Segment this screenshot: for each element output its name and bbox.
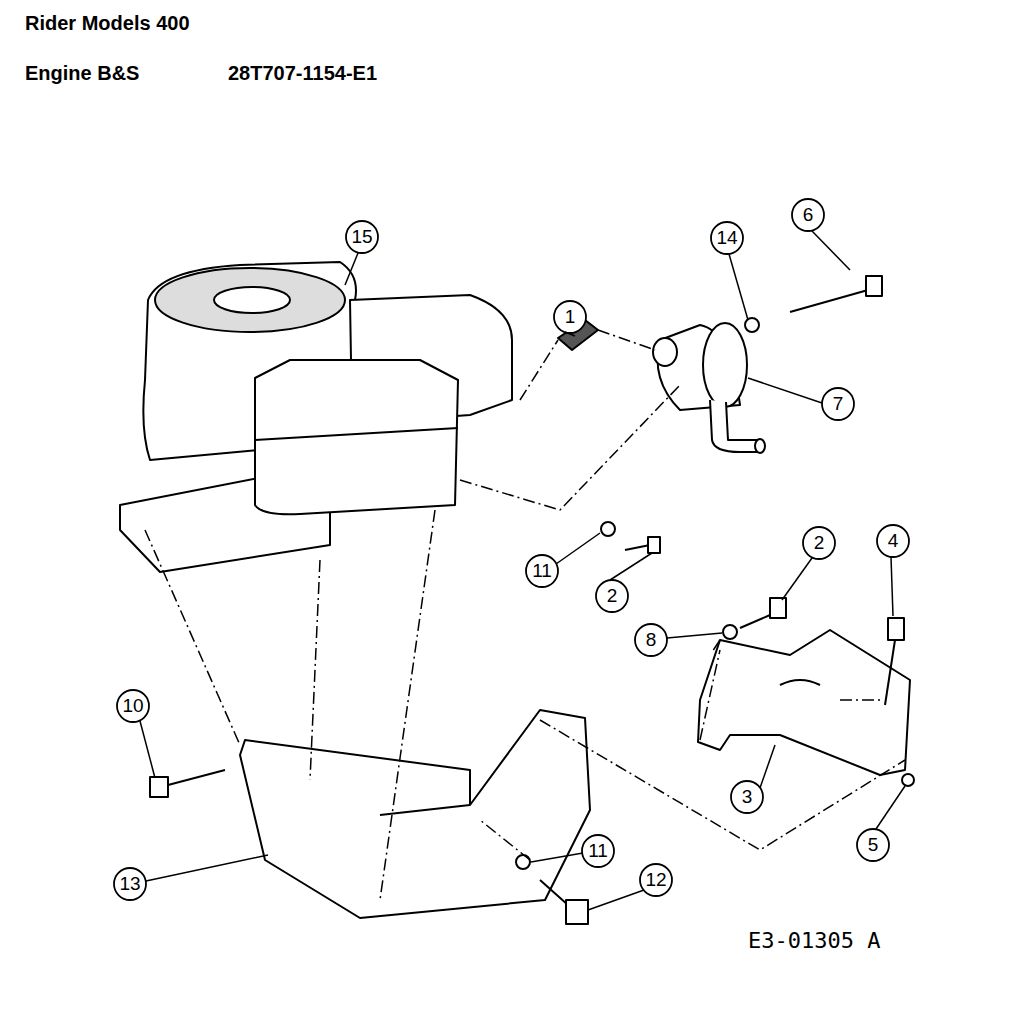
callout-number: 10 [117, 695, 149, 717]
nut [902, 774, 914, 786]
engine-label: 28T707-1154-E1 [228, 62, 377, 85]
nut [516, 855, 530, 869]
callout-number: 2 [803, 532, 835, 554]
nut [723, 625, 737, 639]
screw-shank [168, 770, 225, 785]
lock-washer [745, 318, 759, 332]
callout-number: 12 [640, 869, 672, 891]
screw-head [566, 900, 588, 924]
leader-lines [140, 231, 905, 910]
screw-head [648, 537, 660, 553]
callout-number: 6 [792, 204, 824, 226]
screw-head [888, 618, 904, 640]
engine-block [255, 360, 458, 514]
exhaust-pipe [710, 400, 760, 452]
callout-number: 11 [526, 560, 558, 582]
callout-number: 2 [596, 585, 628, 607]
diagram-title: Rider Models 400 [25, 12, 190, 35]
screw-shank [625, 545, 650, 550]
callout-number: 4 [877, 530, 909, 552]
bolt-shank [790, 290, 868, 312]
engine-grille [155, 268, 345, 332]
exhaust-tip [755, 439, 765, 453]
engine-label: Engine B&S [25, 62, 139, 85]
engine-shield [240, 710, 590, 918]
assembly-lines [145, 330, 905, 900]
screw-head [770, 598, 786, 618]
screw-shank [740, 615, 770, 628]
callout-number: 11 [582, 840, 614, 862]
callout-circles [114, 199, 909, 900]
callout-number: 1 [554, 306, 586, 328]
bracket-slot [780, 680, 820, 685]
muffler-port [653, 338, 677, 366]
drawing-code: E3-01305 A [748, 928, 880, 953]
engine-grille-centre [214, 287, 290, 313]
callout-number: 7 [822, 393, 854, 415]
shield-edge [380, 805, 470, 815]
callout-number: 3 [731, 786, 763, 808]
callout-number: 8 [635, 629, 667, 651]
callout-number: 14 [711, 227, 743, 249]
muffler-bracket [698, 630, 910, 775]
callout-number: 5 [857, 834, 889, 856]
screw-head [150, 777, 168, 797]
callout-number: 13 [114, 873, 146, 895]
screw-shank [540, 880, 568, 905]
engine-fin-edge [255, 428, 458, 440]
muffler-end [703, 323, 747, 407]
nut [601, 522, 615, 536]
screw-shank [885, 640, 895, 705]
callout-number: 15 [346, 226, 378, 248]
bolt-head [866, 276, 882, 296]
